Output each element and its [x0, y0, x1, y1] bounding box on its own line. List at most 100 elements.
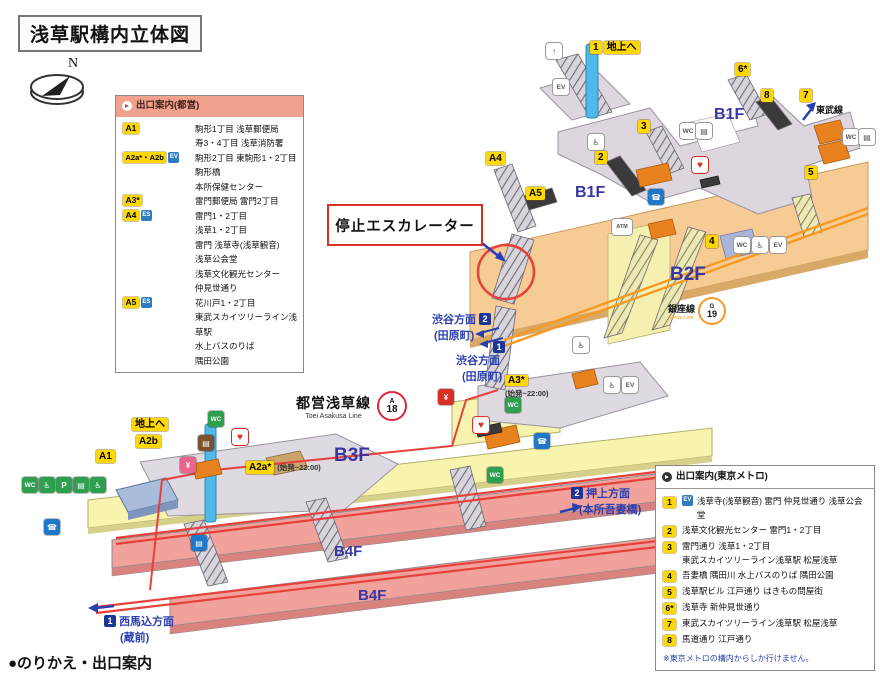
- atm-icon: ATM: [612, 219, 632, 235]
- exit-badge-6: 6*: [735, 63, 751, 76]
- exit-guide-line: 浅草文化観光センター 雷門1・2丁目: [682, 524, 822, 535]
- coin-locker-icon: ▤: [696, 123, 712, 139]
- metro-exit-badge: 4: [663, 570, 676, 582]
- toei-panel-header: 出口案内(都営): [116, 96, 303, 117]
- track-number-badge: 2: [479, 313, 492, 325]
- exit-badge-a2a-a2b: A2a*・A2b: [123, 151, 167, 163]
- escalator-icon: ES: [140, 296, 152, 308]
- elevator-icon: EV: [168, 151, 180, 163]
- metro-exit-row-6: 6* 浅草寺 新仲見世通り: [663, 600, 868, 615]
- metro-exit-badge: 6*: [663, 602, 677, 614]
- floor-label-b4f-upper: B4F: [334, 543, 363, 560]
- asakusa-number: 18: [386, 403, 398, 415]
- ostomate-icon: ▤: [73, 477, 89, 493]
- dir-oshiage: 2 押上方面 (本所吾妻橋): [571, 485, 641, 517]
- ginza-line-badge: 銀座線 Ginza Line G 19: [668, 297, 727, 325]
- dir-sub: (本所吾妻橋): [579, 504, 642, 516]
- metro-panel-header: 出口案内(東京メトロ): [656, 466, 874, 489]
- exit-guide-line: 仲見世通り: [195, 283, 238, 293]
- aed-icon: ♥: [232, 429, 248, 445]
- toilet-icon: WC: [22, 477, 38, 493]
- exit-a2a-group: A2a* (始発~22:00): [246, 461, 321, 474]
- to-ground-label: 地上へ: [603, 41, 640, 54]
- exit-badge-2: 2: [595, 151, 607, 164]
- exit-badge-1: 1: [590, 41, 602, 54]
- metro-exit-row-5: 5 浅草駅ビル 江戸通り はきもの問屋街: [663, 584, 868, 599]
- toilet-icon: WC: [734, 237, 750, 253]
- ginza-number: 19: [707, 308, 718, 319]
- exit-guide-row-a5: A5 ES 花川戸1・2丁目 東武スカイツリーライン浅草駅 水上バスのりば 隅田…: [123, 296, 297, 369]
- escalator-icon: ES: [140, 209, 152, 221]
- elevator-icon: EV: [770, 237, 786, 253]
- exit-badge-3: 3: [638, 120, 650, 133]
- wheelchair-icon: ♿: [752, 237, 768, 253]
- dir-nishimagome: 1 西馬込方面 (蔵前): [104, 613, 174, 645]
- exit-guide-line: 雷門1・2丁目: [195, 210, 247, 221]
- direction-arrows: [88, 102, 816, 613]
- metro-exit-row-3: 3 雷門通り 浅草1・2丁目 東武スカイツリーライン浅草駅 松屋浅草: [663, 539, 868, 567]
- floor-label-b1f-left: B1F: [575, 184, 606, 201]
- dir-sub: (蔵前): [120, 632, 150, 644]
- elevator-icon: EV: [622, 377, 638, 393]
- coin-locker-icon: ▤: [191, 535, 207, 551]
- toilet-icon: WC: [843, 129, 859, 145]
- exit-guide-line: 雷門通り 浅草1・2丁目: [682, 540, 771, 551]
- toilet-icon: WC: [487, 467, 503, 483]
- tobu-line-label: 東武線: [816, 105, 844, 115]
- exit-guide-line: 東武スカイツリーライン浅草駅 松屋浅草: [682, 554, 838, 565]
- exit-badge-a5: A5: [526, 187, 545, 200]
- kiosk-icon: ▤: [198, 435, 214, 451]
- dir-shibuya-upper: 渋谷方面 2 (田原町): [432, 311, 492, 343]
- exit-guide-row-a1: A1 駒形1丁目 浅草郵便局 寿3・4丁目 浅草消防署: [123, 122, 297, 151]
- compass-icon: [30, 74, 84, 105]
- exit-badge-a2a: A2a*: [246, 461, 275, 474]
- exit-badge-a4: A4: [486, 152, 505, 165]
- metro-exit-badge: 1: [663, 496, 676, 508]
- exit-badge-7: 7: [800, 89, 812, 102]
- wheelchair-access-icon: ♿: [604, 377, 620, 393]
- to-ground-label-left: 地上へ: [132, 418, 168, 431]
- metro-exit-badge: 8: [663, 634, 676, 646]
- ground-exit-icon: ↑: [546, 43, 562, 59]
- ginza-line-symbol: G 19: [698, 297, 727, 325]
- asakusa-line-name: 都営浅草線: [296, 394, 371, 411]
- exit-badge-4: 4: [706, 235, 718, 248]
- exit-guide-line: 雷門通り 浅草1・2丁目 東武スカイツリーライン浅草駅 松屋浅草: [682, 539, 837, 567]
- dir-sub: (田原町): [434, 330, 475, 342]
- exit-guide-line: 浅草公会堂: [195, 254, 238, 264]
- b4f-platforms: [111, 469, 701, 635]
- exit-guide-line: 浅草寺(浅草観音) 雷門 仲見世通り 浅草公会堂: [696, 495, 863, 520]
- dir-label: 渋谷方面: [432, 314, 476, 326]
- asakusa-letter: A: [389, 397, 395, 405]
- exit-badge-a1: A1: [96, 450, 115, 463]
- metro-exit-badge: 3: [663, 541, 676, 553]
- track-number-badge: 1: [493, 341, 505, 353]
- exit-guide-line: 駒形橋: [195, 167, 221, 177]
- exit-guide-line: 東武スカイツリーライン浅草駅: [195, 312, 298, 337]
- floor-label-b4f-lower: B4F: [358, 587, 387, 604]
- floor-label-b2f: B2F: [670, 264, 706, 285]
- metro-exit-row-7: 7 東武スカイツリーライン浅草駅 松屋浅草: [663, 616, 868, 631]
- exit-a3-hours: (始発~22:00): [505, 389, 549, 398]
- exit-guide-icon: [122, 101, 132, 112]
- stopped-escalator-callout: 停止エスカレーター: [327, 204, 483, 246]
- exit-badge-a3: A3*: [123, 195, 143, 206]
- toei-exit-guide-panel: 出口案内(都営) A1 駒形1丁目 浅草郵便局 寿3・4丁目 浅草消防署 A2a…: [115, 95, 304, 373]
- exit-badge-a4: A4: [123, 209, 139, 221]
- metro-exit-row-4: 4 吾妻橋 隅田川 水上バスのりば 隅田公園: [663, 568, 868, 583]
- fare-gates: [191, 119, 851, 480]
- fare-adjustment-icon: ¥: [180, 457, 196, 473]
- ticket-office-icon: ¥: [438, 389, 454, 405]
- toei-panel-title: 出口案内(都営): [136, 100, 200, 111]
- exit-a2a-hours: (始発~22:00): [277, 463, 321, 472]
- accessible-toilet-icon: ♿: [90, 477, 106, 493]
- ginza-line-tracks: [503, 206, 869, 348]
- exit-guide-row-a3: A3* 雷門郵便局 雷門2丁目: [123, 194, 297, 209]
- metro-exit-row-8: 8 馬道通り 江戸通り: [663, 632, 868, 647]
- asakusa-line-badge: 都営浅草線 Toei Asakusa Line A 18: [296, 391, 407, 421]
- dir-label: 西馬込方面: [119, 616, 175, 628]
- elevator-icon: EV: [553, 79, 569, 95]
- wheelchair-access-icon: ♿: [588, 134, 604, 150]
- exit-guide-icon: [662, 472, 672, 483]
